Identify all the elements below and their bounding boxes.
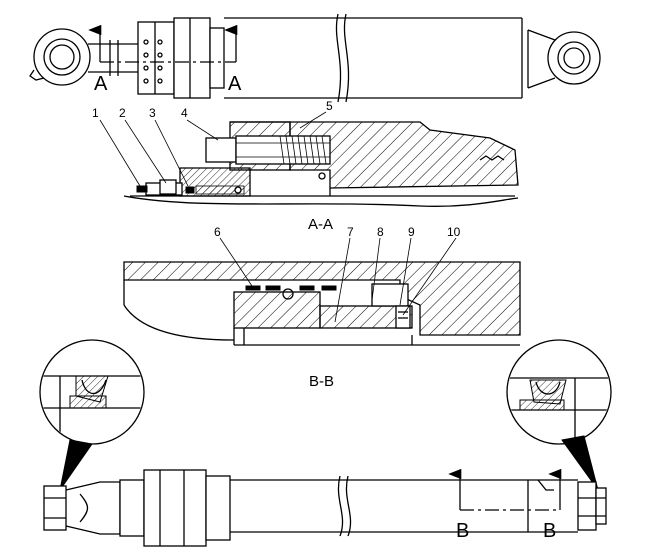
callout-7: 7	[347, 225, 354, 239]
section-mark-a-right: A	[228, 73, 242, 95]
section-mark-b-left: B	[456, 520, 469, 542]
callout-4: 4	[181, 106, 188, 120]
callout-5: 5	[326, 99, 333, 113]
top-cylinder-view: A A	[29, 13, 601, 103]
section-b-b-view: 6 7 8 9 10 B-B	[123, 225, 521, 390]
caption-section-b-b: B-B	[309, 373, 334, 390]
callout-3: 3	[149, 106, 156, 120]
section-mark-b-right: B	[543, 520, 556, 542]
callout-1: 1	[92, 106, 99, 120]
caption-section-a-a: A-A	[308, 216, 333, 233]
callout-2: 2	[119, 106, 126, 120]
detail-right	[506, 339, 612, 491]
bottom-cylinder-view: B B	[43, 468, 607, 547]
section-a-a-view: 1 2 3 4 5 A-A	[92, 99, 519, 233]
callout-10: 10	[447, 225, 461, 239]
callout-8: 8	[377, 225, 384, 239]
detail-left	[39, 339, 145, 491]
callout-9: 9	[408, 225, 415, 239]
callout-6: 6	[214, 225, 221, 239]
section-mark-a-left: A	[94, 73, 108, 95]
